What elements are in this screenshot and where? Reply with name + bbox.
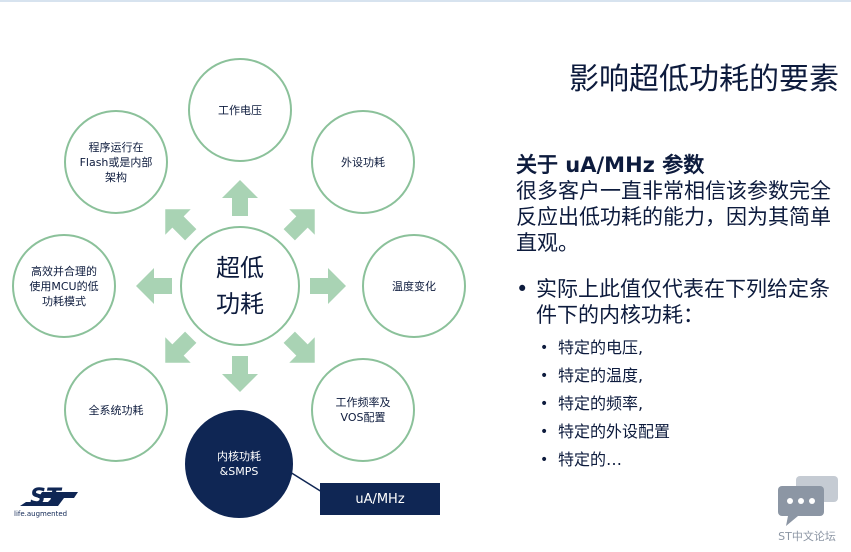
node-temperature-change: 温度变化 bbox=[362, 234, 466, 338]
node-system-power: 全系统功耗 bbox=[64, 358, 168, 462]
arrow-down-right-icon bbox=[283, 331, 315, 363]
tag-connector bbox=[289, 471, 323, 493]
node-frequency-vos: 工作频率及 VOS配置 bbox=[311, 358, 415, 462]
condition-item: 特定的频率, bbox=[536, 390, 846, 418]
forum-chat-icon bbox=[778, 476, 838, 526]
panel-description: 很多客户一直非常相信该参数完全反应出低功耗的能力，因为其简单直观。 bbox=[516, 179, 831, 255]
arrow-up-left-icon bbox=[165, 209, 197, 241]
condition-item: 特定的… bbox=[536, 446, 846, 474]
condition-item: 特定的外设配置 bbox=[536, 418, 846, 446]
arrow-right-icon bbox=[310, 268, 346, 304]
condition-item: 特定的温度, bbox=[536, 362, 846, 390]
ua-mhz-tag: uA/MHz bbox=[320, 483, 440, 515]
bullet-text: 实际上此值仅代表在下列给定条件下的内核功耗： bbox=[536, 277, 830, 327]
arrow-up-right-icon bbox=[283, 209, 315, 241]
factor-diagram: 超低 功耗 工作电压 外设功耗 温度变化 工作频率及 VOS配置 内核功耗 &S… bbox=[12, 58, 466, 518]
node-operating-voltage: 工作电压 bbox=[188, 58, 292, 162]
st-logo-icon: ST bbox=[20, 485, 78, 510]
slide-title: 影响超低功耗的要素 bbox=[569, 62, 839, 97]
condition-item: 特定的电压, bbox=[536, 334, 846, 362]
node-peripheral-power: 外设功耗 bbox=[311, 110, 415, 214]
node-program-location: 程序运行在 Flash或是内部 架构 bbox=[64, 110, 168, 214]
info-panel: 关于 uA/MHz 参数 很多客户一直非常相信该参数完全反应出低功耗的能力，因为… bbox=[516, 152, 846, 474]
forum-label: ST中文论坛 bbox=[778, 530, 836, 543]
arrow-down-icon bbox=[222, 356, 258, 392]
logo-tagline: life.augmented bbox=[14, 510, 68, 518]
condition-list: 特定的电压, 特定的温度, 特定的频率, 特定的外设配置 特定的… bbox=[536, 334, 846, 474]
center-node: 超低 功耗 bbox=[180, 226, 300, 346]
top-divider bbox=[0, 0, 851, 2]
arrow-left-icon bbox=[136, 268, 172, 304]
arrow-down-left-icon bbox=[165, 331, 197, 363]
svg-text:ST: ST bbox=[30, 485, 63, 510]
bullet-item: 实际上此值仅代表在下列给定条件下的内核功耗： 特定的电压, 特定的温度, 特定的… bbox=[516, 276, 846, 474]
arrow-up-icon bbox=[222, 180, 258, 216]
node-low-power-mode: 高效并合理的 使用MCU的低 功耗模式 bbox=[12, 234, 116, 338]
node-core-power: 内核功耗 &SMPS bbox=[185, 410, 293, 518]
panel-heading: 关于 uA/MHz 参数 bbox=[516, 153, 705, 177]
bullet-list: 实际上此值仅代表在下列给定条件下的内核功耗： 特定的电压, 特定的温度, 特定的… bbox=[516, 276, 846, 474]
